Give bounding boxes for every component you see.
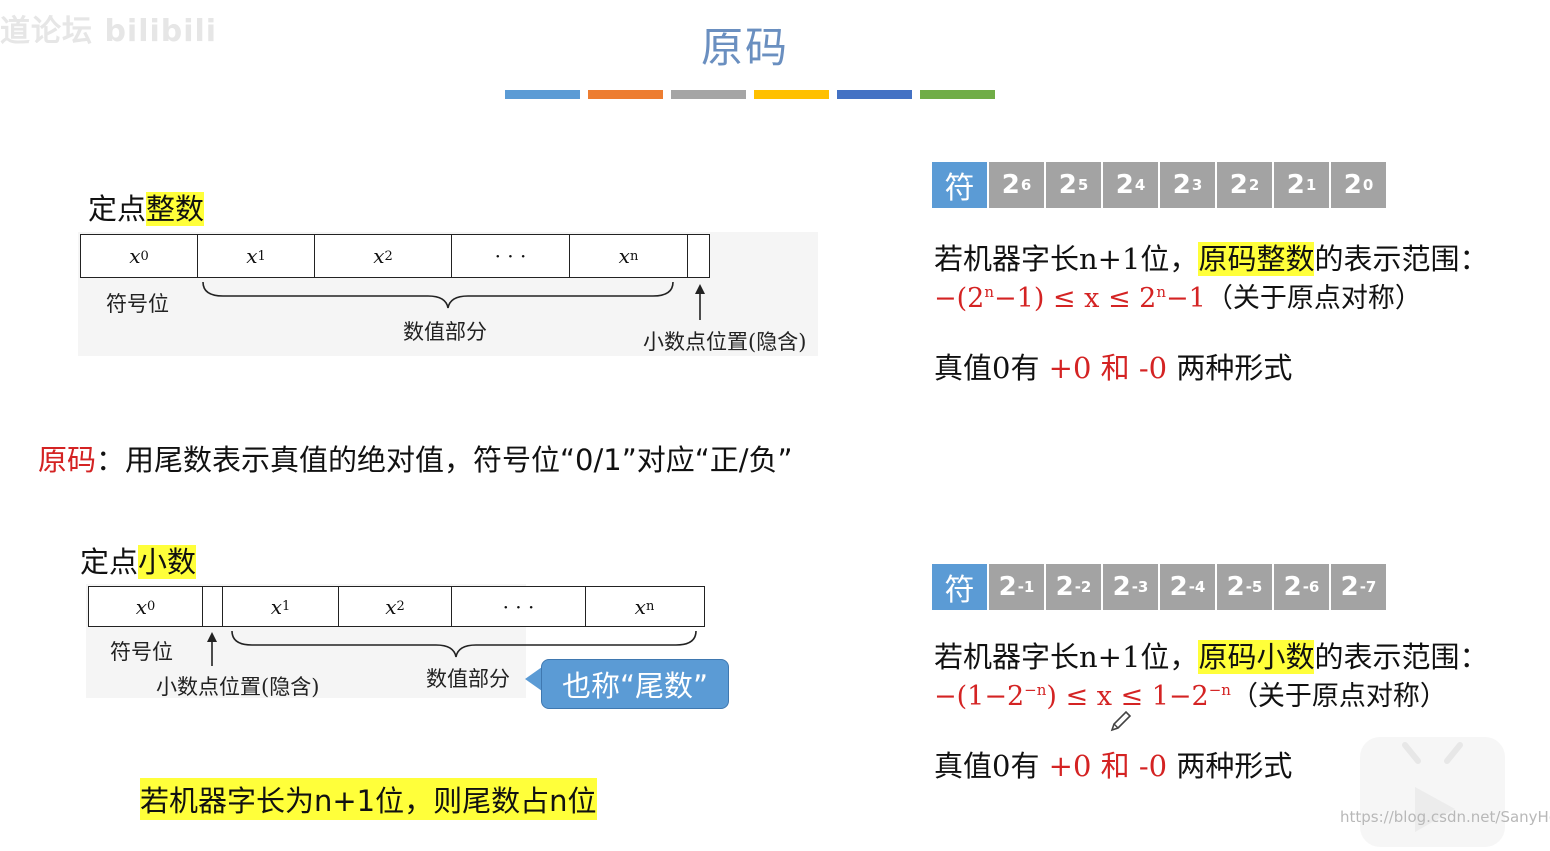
mantissa-callout: 也称“尾数” — [541, 659, 729, 709]
color-stripe-4 — [754, 90, 829, 99]
bit-weight-cell: 2-1 — [989, 564, 1044, 610]
bit-weight-cell: 2-5 — [1217, 564, 1272, 610]
fraction-value-label: 数值部分 — [426, 667, 510, 691]
integer-range-text: 若机器字长n+1位，原码整数的表示范围： — [934, 242, 1489, 276]
callout-tail — [525, 667, 542, 691]
mantissa-footnote: 若机器字长为n+1位，则尾数占n位 — [140, 778, 597, 820]
color-stripe-6 — [920, 90, 995, 99]
integer-sign-label: 符号位 — [106, 292, 169, 316]
color-stripe-3 — [671, 90, 746, 99]
fraction-brace-and-arrow — [207, 630, 697, 666]
color-stripe-1 — [505, 90, 580, 99]
fraction-range-highlight: 原码小数 — [1198, 640, 1315, 674]
fraction-heading-highlight: 小数 — [138, 545, 197, 579]
integer-range-highlight: 原码整数 — [1198, 242, 1315, 276]
pen-cursor-icon — [1110, 710, 1132, 732]
sign-bit-cell: 符 — [932, 162, 987, 208]
fraction-point-label: 小数点位置(隐含) — [156, 675, 320, 699]
csdn-url-watermark: https://blog.csdn.net/SanyHo — [1340, 808, 1550, 826]
definition-term: 原码 — [38, 443, 97, 477]
fraction-bit-weights: 符 2-1 2-2 2-3 2-4 2-5 2-6 2-7 — [932, 564, 1388, 610]
integer-heading-highlight: 整数 — [146, 192, 205, 226]
fraction-range-formula: −(1−2−n) ≤ x ≤ 1−2−n（关于原点对称） — [934, 681, 1447, 712]
integer-value-label: 数值部分 — [403, 320, 487, 344]
integer-range-formula: −(2n−1) ≤ x ≤ 2n−1（关于原点对称） — [934, 283, 1422, 314]
definition-line: 原码：用尾数表示真值的绝对值，符号位“0/1”对应“正/负” — [38, 443, 793, 477]
fraction-cell-point — [203, 587, 223, 626]
bit-weight-cell: 2-2 — [1046, 564, 1101, 610]
bit-weight-cell: 2-6 — [1274, 564, 1329, 610]
bilibili-tv-watermark-icon — [1360, 737, 1505, 847]
slide-title: 原码 — [700, 23, 789, 72]
color-stripe-5 — [837, 90, 912, 99]
bit-weight-cell: 2-7 — [1331, 564, 1386, 610]
bit-weight-cell: 2-3 — [1103, 564, 1158, 610]
integer-cell-ellipsis: · · · — [452, 235, 570, 277]
integer-point-label: 小数点位置(隐含) — [643, 330, 807, 354]
fraction-range-text: 若机器字长n+1位，原码小数的表示范围： — [934, 640, 1489, 674]
bilibili-watermark: 道论坛 bilibili — [0, 14, 218, 49]
fraction-cell-ellipsis: · · · — [452, 587, 586, 626]
bit-weight-cell: 2-4 — [1160, 564, 1215, 610]
fraction-heading: 定点小数 — [80, 545, 197, 579]
integer-heading: 定点整数 — [88, 192, 205, 226]
sign-bit-cell: 符 — [932, 564, 987, 610]
integer-brace-and-arrow — [202, 281, 705, 320]
fraction-sign-label: 符号位 — [110, 640, 173, 664]
color-stripe-2 — [588, 90, 663, 99]
integer-zero-text: 真值0有 +0 和 -0 两种形式 — [934, 351, 1293, 385]
fraction-zero-text: 真值0有 +0 和 -0 两种形式 — [934, 749, 1293, 783]
